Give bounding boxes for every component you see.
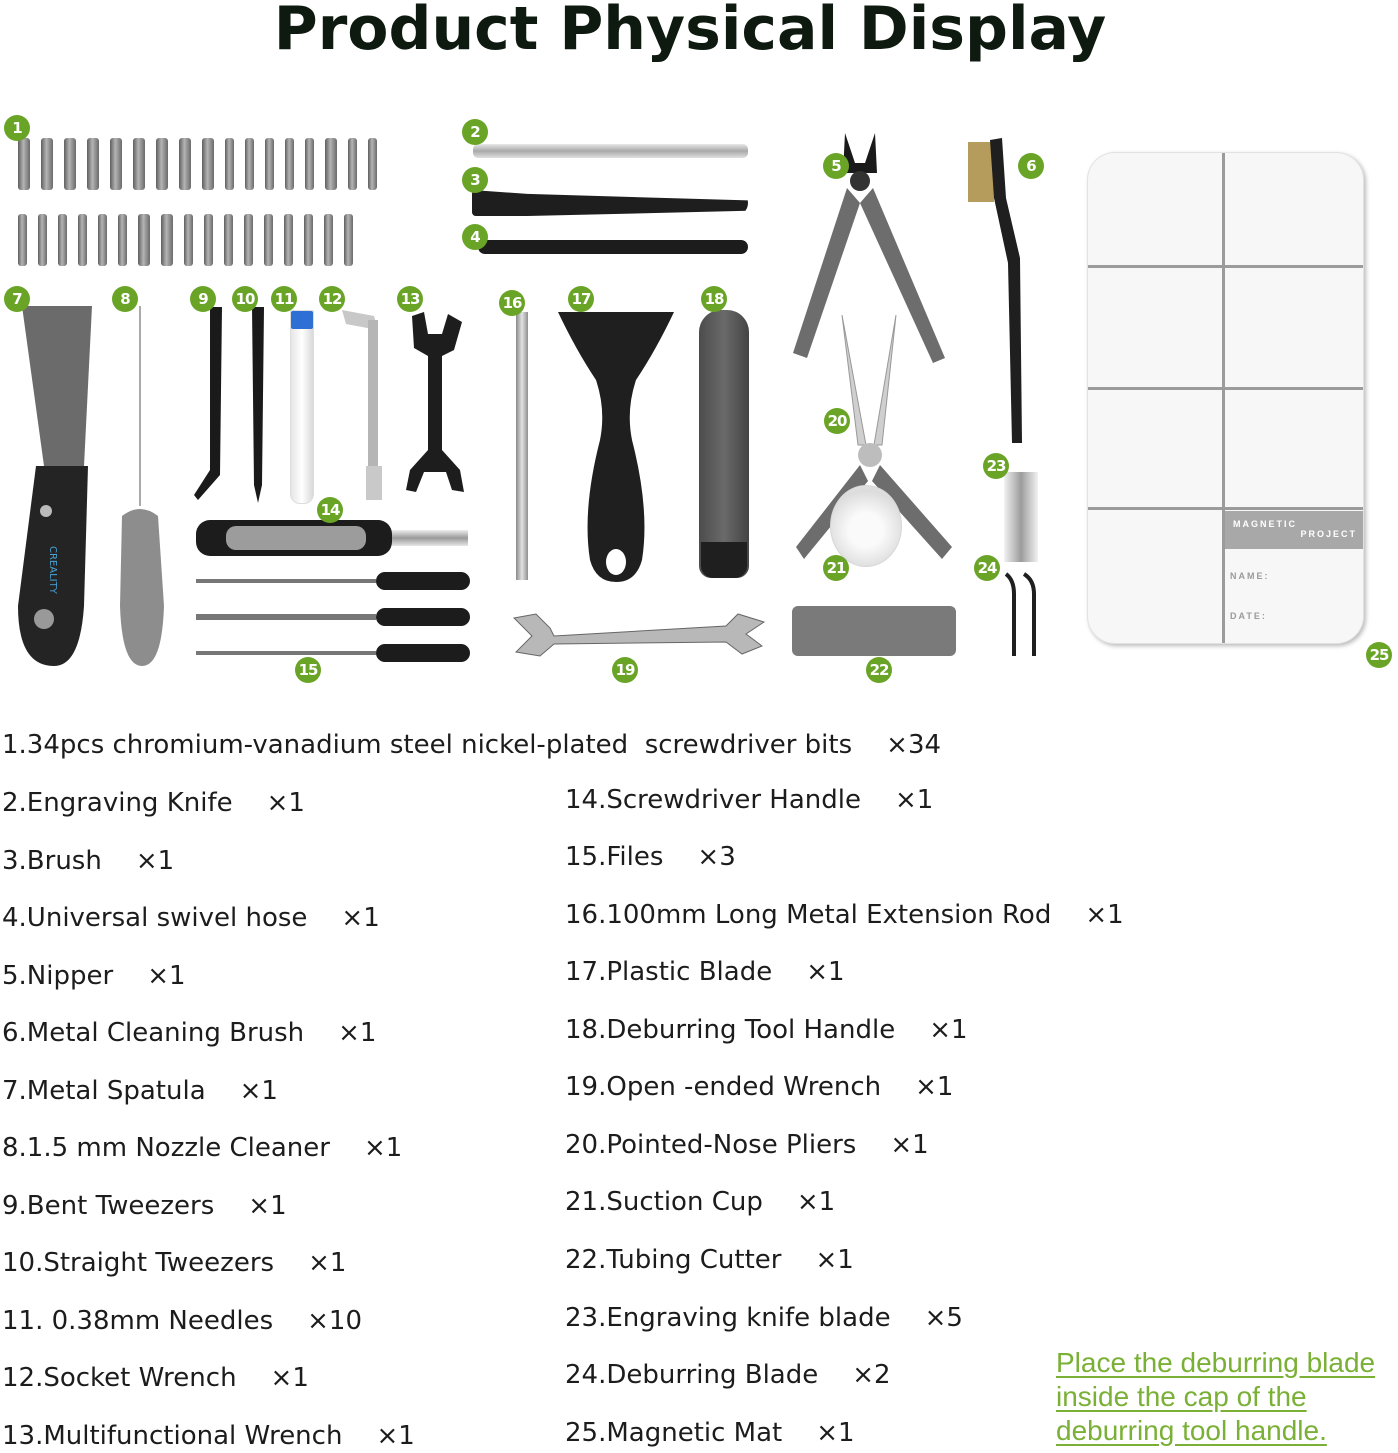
badge-20: 20 bbox=[824, 408, 850, 434]
list-item: 13.Multifunctional Wrench×1 bbox=[2, 1421, 415, 1451]
list-item: 17.Plastic Blade×1 bbox=[565, 957, 845, 987]
list-item: 4.Universal swivel hose×1 bbox=[2, 903, 380, 933]
badge-14: 14 bbox=[317, 497, 343, 523]
suction-cup-image bbox=[830, 485, 902, 567]
badge-23: 23 bbox=[983, 453, 1009, 479]
list-item: 6.Metal Cleaning Brush×1 bbox=[2, 1018, 377, 1048]
list-item: 23.Engraving knife blade×5 bbox=[565, 1303, 963, 1333]
metal-cleaning-brush-image bbox=[968, 138, 1022, 443]
engraving-knife-image bbox=[473, 144, 748, 158]
list-item: 22.Tubing Cutter×1 bbox=[565, 1245, 854, 1275]
badge-1: 1 bbox=[4, 115, 30, 141]
swivel-hose-image bbox=[478, 240, 748, 254]
list-item: 15.Files×3 bbox=[565, 842, 736, 872]
list-item: 10.Straight Tweezers×1 bbox=[2, 1248, 347, 1278]
list-item: 7.Metal Spatula×1 bbox=[2, 1076, 278, 1106]
badge-2: 2 bbox=[462, 119, 488, 145]
engraving-knife-blade-image bbox=[1004, 472, 1038, 562]
list-item: 24.Deburring Blade×2 bbox=[565, 1360, 891, 1390]
list-item: 5.Nipper×1 bbox=[2, 961, 186, 991]
list-item: 9.Bent Tweezers×1 bbox=[2, 1191, 287, 1221]
badge-17: 17 bbox=[568, 286, 594, 312]
nipper-image bbox=[793, 133, 945, 363]
mat-name-field: NAME: bbox=[1230, 571, 1270, 581]
badge-10: 10 bbox=[232, 286, 258, 312]
badge-5: 5 bbox=[823, 153, 849, 179]
mat-date-field: DATE: bbox=[1230, 611, 1267, 621]
list-item: 16.100mm Long Metal Extension Rod×1 bbox=[565, 900, 1124, 930]
screwdriver-bits-row-2 bbox=[18, 214, 353, 266]
items-list-right: 14.Screwdriver Handle×1 15.Files×3 16.10… bbox=[0, 0, 1124, 1448]
badge-12: 12 bbox=[319, 286, 345, 312]
list-item: 14.Screwdriver Handle×1 bbox=[565, 785, 934, 815]
brush-image bbox=[472, 190, 748, 216]
list-item: 18.Deburring Tool Handle×1 bbox=[565, 1015, 968, 1045]
needles-tube-image bbox=[290, 310, 314, 504]
page-title: Product Physical Display bbox=[273, 0, 1107, 64]
screwdriver-bits-row-1 bbox=[18, 138, 377, 190]
list-item: 2.Engraving Knife×1 bbox=[2, 788, 305, 818]
socket-wrench-image bbox=[342, 310, 382, 500]
badge-16: 16 bbox=[499, 290, 525, 316]
badge-6: 6 bbox=[1018, 153, 1044, 179]
open-ended-wrench-image bbox=[512, 613, 766, 657]
brand-label: CREALITY bbox=[47, 546, 58, 595]
list-item: 25.Magnetic Mat×1 bbox=[565, 1418, 855, 1448]
plastic-blade-image bbox=[558, 312, 674, 582]
items-list-left: 1.34pcs chromium-vanadium steel nickel-p… bbox=[0, 0, 941, 1451]
badge-22: 22 bbox=[866, 657, 892, 683]
badge-24: 24 bbox=[974, 555, 1000, 581]
file-2-image bbox=[196, 608, 470, 626]
deburring-blades-image bbox=[1004, 572, 1036, 656]
badge-8: 8 bbox=[112, 286, 138, 312]
badge-21: 21 bbox=[823, 555, 849, 581]
deburring-blade-note: Place the deburring blade inside the cap… bbox=[1056, 1347, 1376, 1446]
nozzle-cleaner-image bbox=[120, 306, 164, 666]
mat-label: MAGNETIC PROJECT bbox=[1225, 511, 1363, 549]
file-3-image bbox=[196, 644, 470, 662]
badge-18: 18 bbox=[701, 286, 727, 312]
badge-15: 15 bbox=[295, 657, 321, 683]
list-item: 3.Brush×1 bbox=[2, 846, 175, 876]
list-item: 8.1.5 mm Nozzle Cleaner×1 bbox=[2, 1133, 403, 1163]
tubing-cutter-image bbox=[792, 606, 956, 656]
tweezers-image bbox=[194, 307, 264, 503]
list-item: 12.Socket Wrench×1 bbox=[2, 1363, 309, 1393]
screwdriver-handle-image bbox=[196, 520, 468, 556]
list-item: 19.Open -ended Wrench×1 bbox=[565, 1072, 954, 1102]
badge-11: 11 bbox=[271, 286, 297, 312]
list-item: 11. 0.38mm Needles×10 bbox=[2, 1306, 363, 1336]
deburring-tool-handle-image bbox=[699, 310, 749, 578]
badge-25: 25 bbox=[1366, 642, 1392, 668]
file-1-image bbox=[196, 572, 470, 590]
badge-7: 7 bbox=[4, 286, 30, 312]
list-item: 1.34pcs chromium-vanadium steel nickel-p… bbox=[2, 730, 942, 760]
badge-19: 19 bbox=[612, 657, 638, 683]
list-item: 21.Suction Cup×1 bbox=[565, 1187, 836, 1217]
badge-4: 4 bbox=[462, 224, 488, 250]
list-item: 20.Pointed-Nose Pliers×1 bbox=[565, 1130, 929, 1160]
multifunctional-wrench-image bbox=[406, 312, 464, 492]
extension-rod-image bbox=[516, 312, 528, 580]
metal-spatula-image: CREALITY bbox=[18, 306, 92, 666]
magnetic-mat-image: MAGNETIC PROJECT NAME: DATE: bbox=[1087, 152, 1364, 644]
badge-13: 13 bbox=[397, 286, 423, 312]
badge-9: 9 bbox=[190, 286, 216, 312]
badge-3: 3 bbox=[462, 167, 488, 193]
